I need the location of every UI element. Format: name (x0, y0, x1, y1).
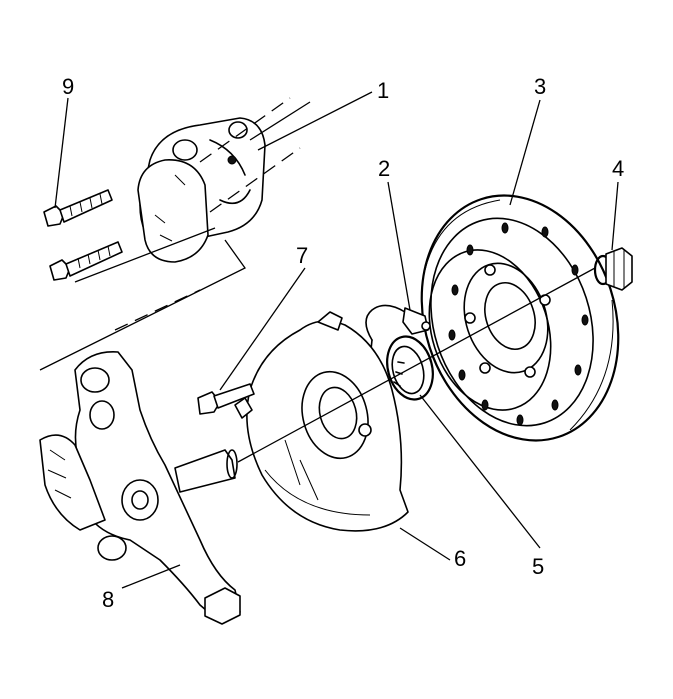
callout-2: 2 (378, 156, 390, 181)
callout-8: 8 (102, 587, 114, 612)
callout-9: 9 (62, 74, 74, 99)
callout-labels: 9 1 2 3 4 7 5 6 8 (62, 74, 624, 612)
hub-nut-washer (593, 247, 633, 291)
speed-sensor-ring (386, 335, 434, 401)
brake-rotor (420, 194, 620, 442)
callout-7: 7 (296, 243, 308, 268)
callout-4: 4 (612, 156, 624, 181)
brake-caliper (137, 117, 266, 263)
callout-1: 1 (377, 78, 389, 103)
caliper-bolts (43, 189, 123, 281)
callout-3: 3 (534, 74, 546, 99)
callout-5: 5 (532, 554, 544, 579)
callout-6: 6 (454, 546, 466, 571)
steering-knuckle-hub (39, 351, 241, 625)
shield-bolt (197, 383, 255, 415)
splash-shield (234, 311, 409, 532)
rotor-lug-holes (464, 264, 551, 378)
callout-leaders (54, 91, 619, 589)
assembly-axis-lines (39, 97, 596, 463)
rotor-vent-holes (448, 222, 589, 426)
